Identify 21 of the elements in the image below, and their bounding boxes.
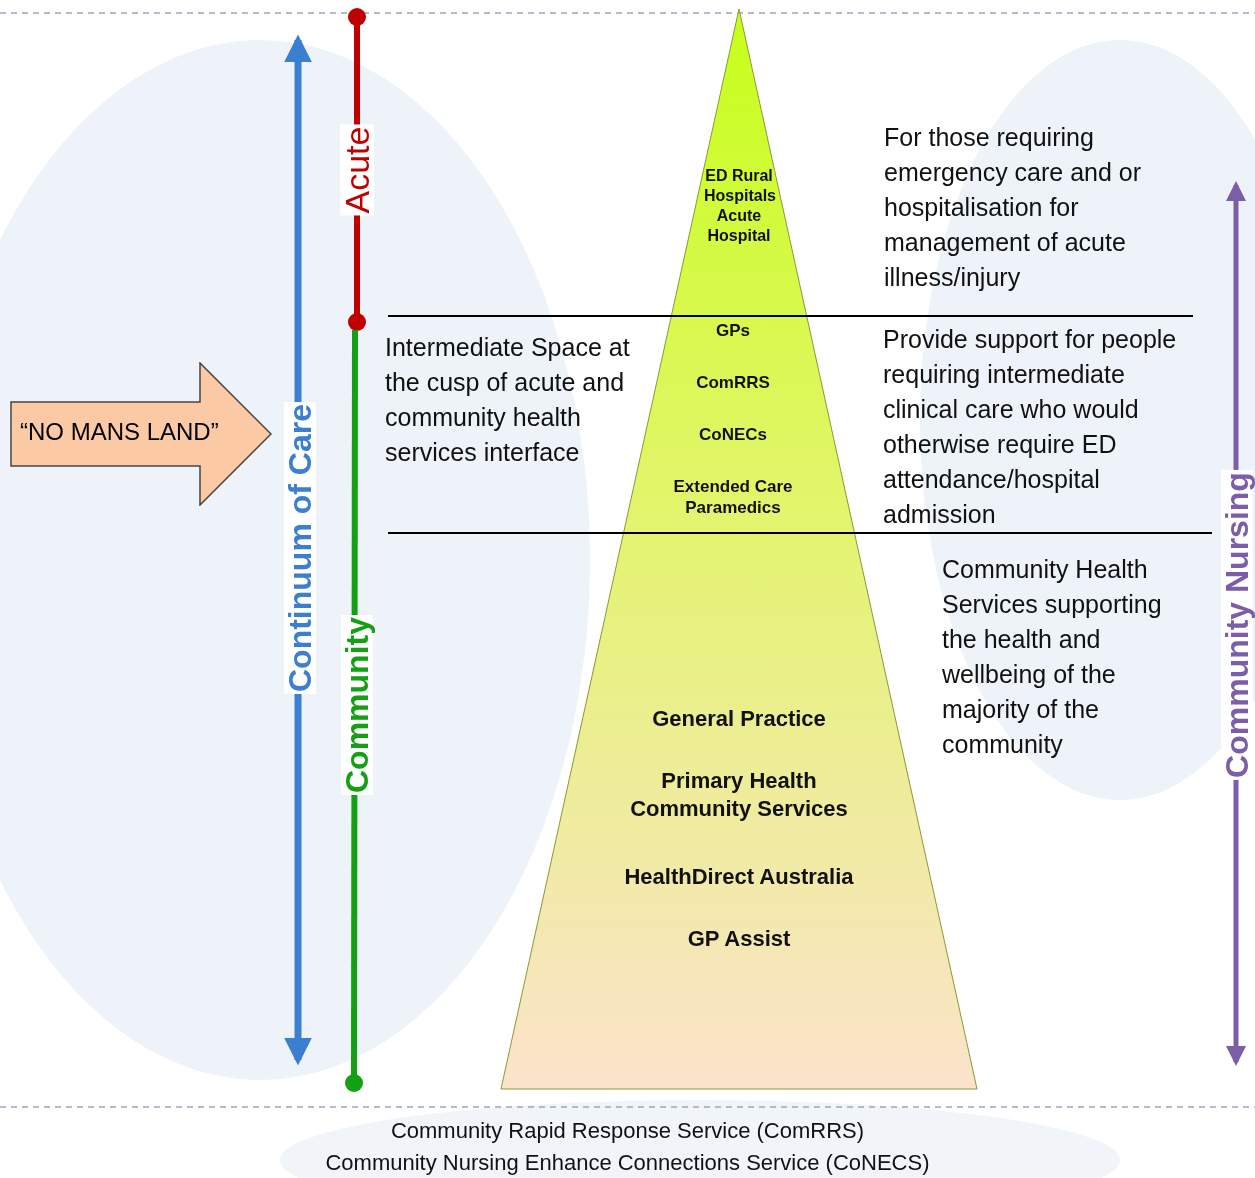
description-text: Intermediate Space at the cusp of acute and community health services interface [385, 332, 631, 468]
service-label: GPs [715, 320, 751, 342]
axis-label: Acute [340, 124, 374, 216]
service-label: ComRRS [695, 372, 771, 394]
service-label: CoNECs [698, 424, 768, 446]
footnote: Community Rapid Response Service (ComRRS) [389, 1117, 866, 1145]
service-label: Extended Care Paramedics [672, 476, 794, 519]
description-text: Community Health Services supporting the health and wellbeing of the majority of the community [942, 554, 1162, 760]
description-text: Provide support for people requiring intermediate clinical care who would otherwise require ED attendance/hospital admission [883, 324, 1178, 530]
axis-label: Community Nursing [1221, 470, 1253, 780]
description-text: For those requiring emergency care and or hospitalisation for management of acute illness/injury [884, 122, 1143, 293]
axis-label: Continuum of Care [284, 402, 316, 694]
service-label: HealthDirect Australia [623, 863, 855, 891]
service-label: Primary Health Community Services [629, 767, 849, 822]
block-arrow [10, 362, 272, 506]
axis-label: Community [341, 615, 373, 795]
service-label: GP Assist [686, 925, 792, 953]
service-label: General Practice [651, 705, 827, 733]
arrow-label: “NO MANS LAND” [20, 418, 220, 446]
service-label: ED Rural Hospitals Acute Hospital [704, 166, 774, 246]
footnote: Community Nursing Enhance Connections Service (CoNECS) [324, 1149, 931, 1177]
